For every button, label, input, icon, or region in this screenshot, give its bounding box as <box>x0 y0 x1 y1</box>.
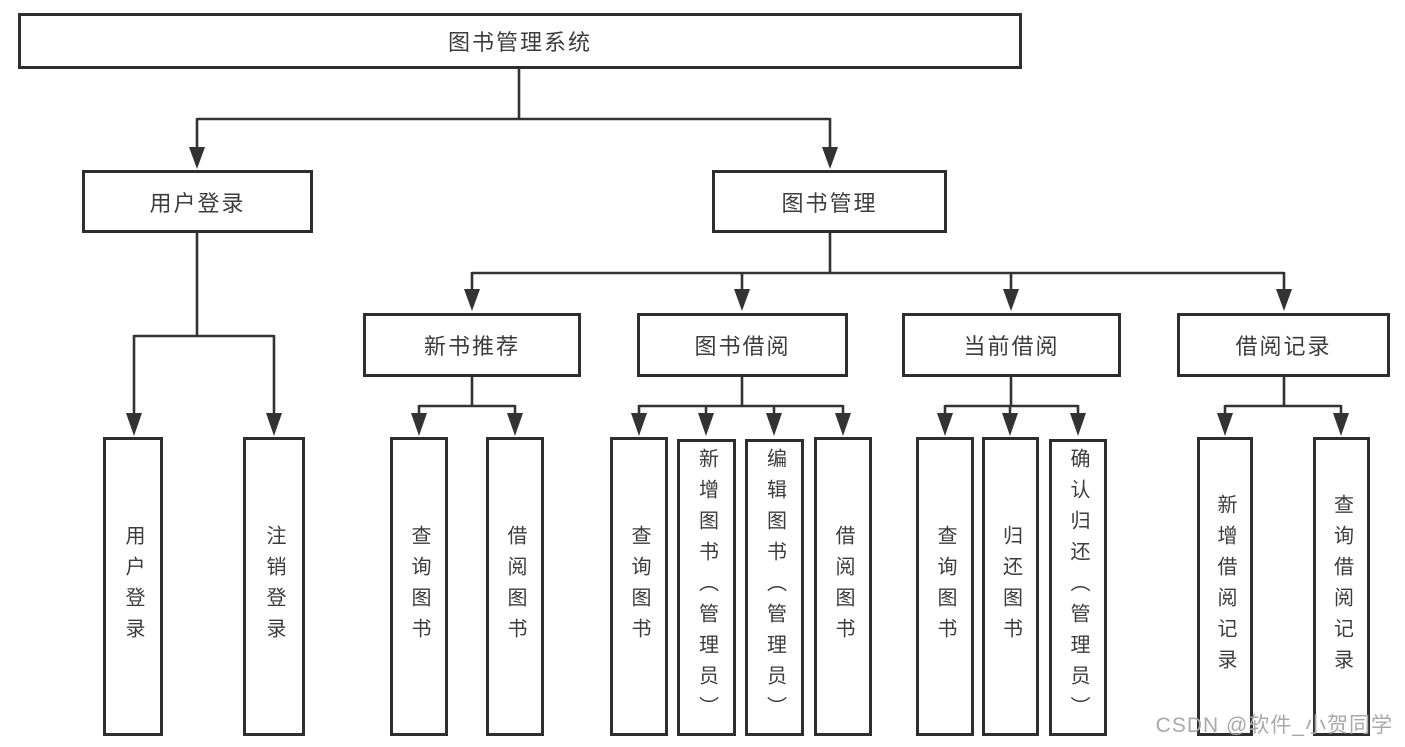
node-user-login: 用户登录 <box>103 437 163 736</box>
node-root: 图书管理系统 <box>18 13 1022 69</box>
node-logout: 注销登录 <box>243 437 305 736</box>
node-current-query-books: 查询图书 <box>916 437 974 736</box>
node-return-book: 归还图书 <box>982 437 1039 736</box>
node-user-login-branch: 用户登录 <box>82 170 313 233</box>
node-module-new-book-recommend: 新书推荐 <box>363 313 581 377</box>
node-query-borrow-record: 查询借阅记录 <box>1313 437 1370 736</box>
node-edit-book-admin: 编辑图书（管理员） <box>745 439 804 736</box>
node-recommend-query-books: 查询图书 <box>390 437 448 736</box>
node-module-book-borrow: 图书借阅 <box>637 313 848 377</box>
arrowhead-icons <box>126 147 1349 436</box>
node-recommend-borrow-books: 借阅图书 <box>486 437 544 736</box>
node-add-book-admin: 新增图书（管理员） <box>677 439 736 736</box>
node-module-borrow-records: 借阅记录 <box>1177 313 1390 377</box>
node-confirm-return-admin: 确认归还（管理员） <box>1049 439 1107 736</box>
node-borrow-borrow-books: 借阅图书 <box>814 437 872 736</box>
node-add-borrow-record: 新增借阅记录 <box>1197 437 1253 736</box>
watermark: CSDN @软件_小贺同学 <box>1155 714 1393 737</box>
node-book-management-branch: 图书管理 <box>712 170 947 233</box>
node-module-current-borrow: 当前借阅 <box>902 313 1121 377</box>
node-borrow-query-books: 查询图书 <box>610 437 668 736</box>
